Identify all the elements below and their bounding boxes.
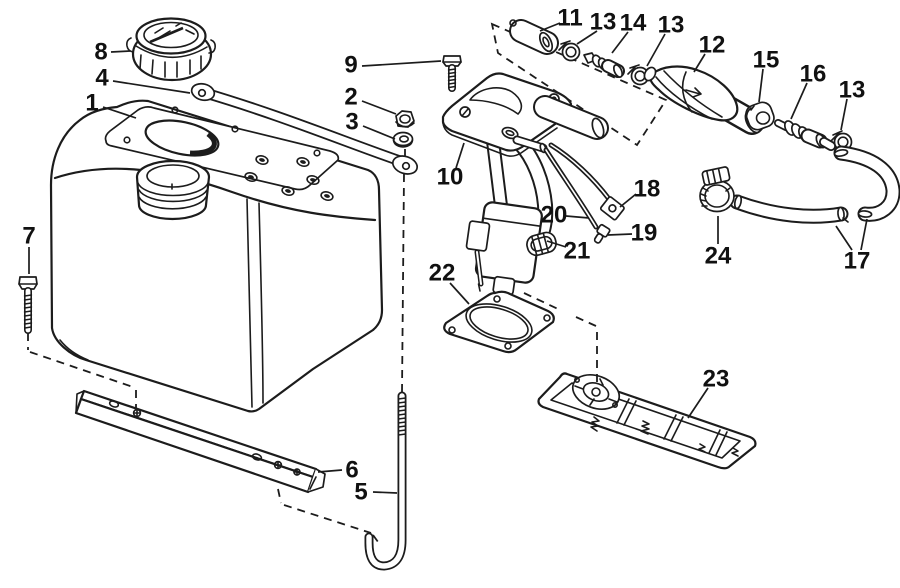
- sender-dial: [571, 374, 621, 410]
- washer-3: [392, 131, 414, 148]
- callout-label-3-2: 3: [345, 109, 358, 136]
- callout-label-19-20: 19: [631, 220, 658, 247]
- callout-leader-17: [860, 218, 868, 251]
- callout-label-11-10: 11: [557, 5, 582, 32]
- hose-sleeve-11: [509, 19, 559, 55]
- callout-label-1-0: 1: [85, 90, 98, 117]
- callout-label-9-8: 9: [344, 52, 357, 79]
- callout-label-13-17: 13: [839, 77, 866, 104]
- callout-label-21-21: 21: [564, 238, 591, 265]
- locknut-2: [395, 110, 415, 128]
- callout-leader-3: [362, 125, 396, 140]
- fuel-hoses-17: [729, 145, 900, 224]
- callout-label-15-15: 15: [753, 47, 780, 74]
- callout-leader-8: [110, 50, 131, 53]
- callout-label-20-19: 20: [541, 202, 568, 229]
- fuel-tank: [49, 99, 384, 413]
- callout-leader-19: [607, 233, 633, 236]
- outlet-tube: [533, 95, 609, 140]
- callout-label-17-25: 17: [844, 248, 871, 275]
- gauge-needle-marks: [149, 22, 195, 44]
- assembly-dashed-lines: [27, 22, 668, 547]
- fuel-pickup-assembly: [441, 72, 625, 296]
- sender-plate-23: [537, 372, 757, 470]
- callout-leader-18: [619, 193, 637, 208]
- filler-neck: [135, 159, 211, 221]
- fitting-14: [583, 52, 625, 78]
- callout-leader-12: [693, 53, 706, 73]
- gasket-22: [443, 290, 555, 354]
- j-bolt-5: [364, 391, 407, 571]
- callout-label-2-1: 2: [344, 84, 357, 111]
- worm-clamp-24: [699, 166, 735, 213]
- callout-leader-13: [646, 33, 666, 67]
- callout-leader-13: [576, 30, 598, 45]
- callout-label-7-6: 7: [22, 223, 35, 250]
- ring-connector-18: [599, 196, 625, 221]
- callout-leader-20: [565, 215, 590, 219]
- callout-leader-17: [835, 225, 853, 251]
- callout-label-8-7: 8: [94, 39, 107, 66]
- callout-leader-15: [758, 68, 764, 103]
- fuel-cap-gauge: [126, 17, 216, 82]
- hold-down-strap: [190, 82, 419, 175]
- callout-label-10-9: 10: [437, 164, 464, 191]
- callout-label-13-11: 13: [590, 9, 617, 36]
- callout-leader-22: [449, 282, 470, 305]
- callout-leader-6: [317, 469, 343, 473]
- callout-leader-13: [840, 98, 848, 131]
- flow-arrow-icon: [685, 87, 702, 98]
- screw-9: [442, 55, 462, 92]
- sender-alignment-dash: [523, 292, 598, 386]
- spring-clamp-13a: [558, 40, 581, 62]
- spring-clamp-13b: [627, 64, 650, 86]
- callout-leader-1: [102, 106, 137, 119]
- callout-leader-11: [539, 22, 561, 32]
- callout-label-12-14: 12: [699, 32, 726, 59]
- sender-wires: [543, 142, 612, 230]
- callout-label-22-22: 22: [429, 260, 456, 287]
- screw-7: [18, 276, 38, 334]
- callout-leader-2: [361, 100, 397, 115]
- callout-label-18-18: 18: [634, 176, 661, 203]
- callout-leader-23: [687, 387, 709, 419]
- callout-label-14-12: 14: [620, 10, 647, 37]
- tank-top-dimples: [244, 155, 334, 201]
- callout-label-5-4: 5: [354, 479, 367, 506]
- callout-leader-5: [372, 491, 398, 494]
- connector-16: [774, 119, 836, 151]
- callout-leader-21: [546, 240, 567, 248]
- callout-label-6-5: 6: [345, 457, 358, 484]
- callout-label-13-13: 13: [658, 12, 685, 39]
- callout-leader-4: [112, 80, 191, 94]
- callout-label-23-23: 23: [703, 366, 730, 393]
- mounting-rail-6: [74, 389, 326, 494]
- callout-leader-9: [361, 60, 442, 67]
- callout-leader-16: [790, 82, 808, 120]
- hose-clamp-21: [526, 231, 557, 257]
- callout-leader-14: [611, 31, 629, 54]
- primer-bulb-12: [643, 65, 765, 135]
- callout-label-24-24: 24: [705, 243, 732, 270]
- float-block: [465, 220, 491, 252]
- callout-label-4-3: 4: [95, 65, 109, 92]
- terminal-19: [593, 223, 611, 244]
- callout-leader-10: [455, 142, 465, 169]
- tank-top-plate: [104, 106, 340, 191]
- ferrule-15: [745, 101, 775, 131]
- callout-label-16-16: 16: [800, 61, 827, 88]
